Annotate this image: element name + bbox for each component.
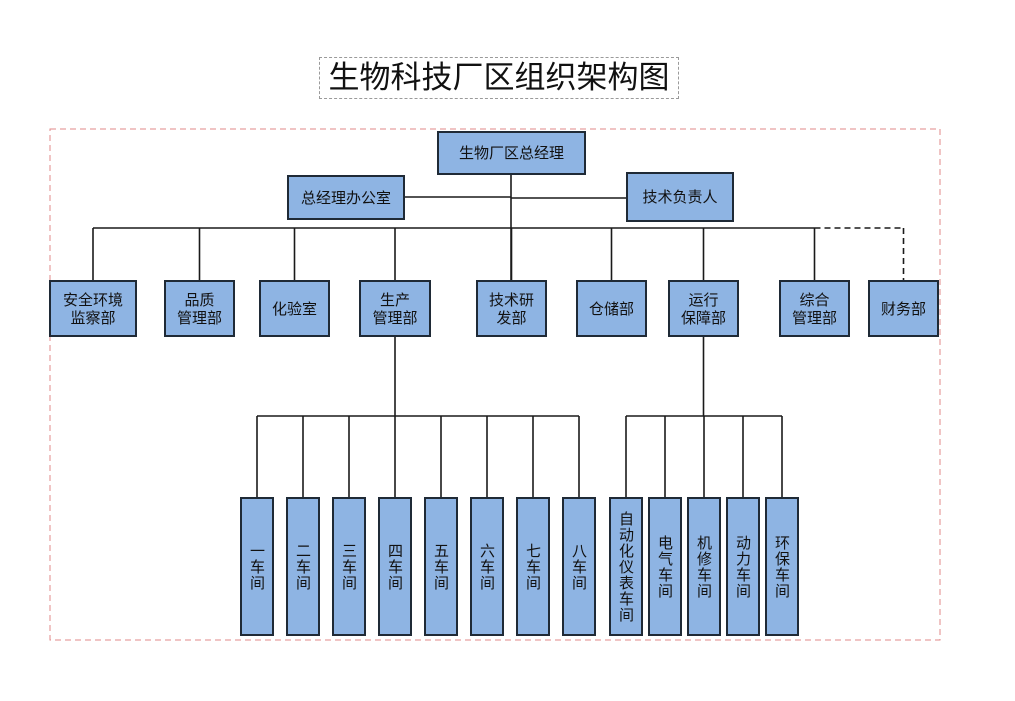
- node-label: 八车间: [570, 542, 588, 591]
- node-label: 环保车间: [773, 534, 791, 599]
- node-label: 一车间: [248, 542, 266, 591]
- node-label: 生产 管理部: [372, 290, 418, 327]
- node-label: 品质 管理部: [176, 290, 222, 327]
- node-gm-office[interactable]: 总经理办公室: [287, 175, 405, 220]
- production-workshop-1[interactable]: 一车间: [240, 497, 274, 636]
- node-dept-safety[interactable]: 安全环境 监察部: [49, 280, 137, 337]
- node-label: 化验室: [271, 299, 317, 318]
- node-dept-quality[interactable]: 品质 管理部: [164, 280, 235, 337]
- node-label: 安全环境 监察部: [62, 290, 123, 327]
- node-label: 动力车间: [734, 534, 752, 599]
- operations-workshop-3[interactable]: 机修车间: [687, 497, 721, 636]
- node-dept-lab[interactable]: 化验室: [259, 280, 330, 337]
- production-workshop-7[interactable]: 七车间: [516, 497, 550, 636]
- node-dept-finance[interactable]: 财务部: [868, 280, 939, 337]
- node-label: 仓储部: [588, 299, 634, 318]
- chart-frame: [49, 128, 941, 641]
- node-label: 综合 管理部: [791, 290, 837, 327]
- node-label: 四车间: [386, 542, 404, 591]
- node-label: 运行 保障部: [680, 290, 726, 327]
- node-label: 七车间: [524, 542, 542, 591]
- node-label: 五车间: [432, 542, 450, 591]
- node-dept-production[interactable]: 生产 管理部: [359, 280, 431, 337]
- node-label: 财务部: [880, 299, 926, 318]
- operations-workshop-1[interactable]: 自动化仪表车间: [609, 497, 643, 636]
- node-technical-lead[interactable]: 技术负责人: [626, 172, 734, 222]
- node-general-manager[interactable]: 生物厂区总经理: [437, 131, 586, 175]
- node-label: 生物厂区总经理: [458, 144, 564, 162]
- node-dept-general-admin[interactable]: 综合 管理部: [779, 280, 850, 337]
- node-label: 技术研 发部: [488, 290, 534, 327]
- operations-workshop-4[interactable]: 动力车间: [726, 497, 760, 636]
- node-label: 三车间: [340, 542, 358, 591]
- node-label: 总经理办公室: [300, 188, 391, 207]
- production-workshop-4[interactable]: 四车间: [378, 497, 412, 636]
- node-label: 自动化仪表车间: [617, 510, 635, 623]
- node-label: 机修车间: [695, 534, 713, 599]
- operations-workshop-2[interactable]: 电气车间: [648, 497, 682, 636]
- production-workshop-5[interactable]: 五车间: [424, 497, 458, 636]
- node-label: 电气车间: [656, 534, 674, 599]
- node-label: 六车间: [478, 542, 496, 591]
- node-dept-operations[interactable]: 运行 保障部: [668, 280, 739, 337]
- production-workshop-3[interactable]: 三车间: [332, 497, 366, 636]
- node-dept-rnd[interactable]: 技术研 发部: [476, 280, 547, 337]
- production-workshop-8[interactable]: 八车间: [562, 497, 596, 636]
- node-dept-warehouse[interactable]: 仓储部: [576, 280, 647, 337]
- production-workshop-2[interactable]: 二车间: [286, 497, 320, 636]
- operations-workshop-5[interactable]: 环保车间: [765, 497, 799, 636]
- node-label: 技术负责人: [642, 188, 718, 206]
- node-label: 二车间: [294, 542, 312, 591]
- chart-title: 生物科技厂区组织架构图: [319, 57, 679, 99]
- production-workshop-6[interactable]: 六车间: [470, 497, 504, 636]
